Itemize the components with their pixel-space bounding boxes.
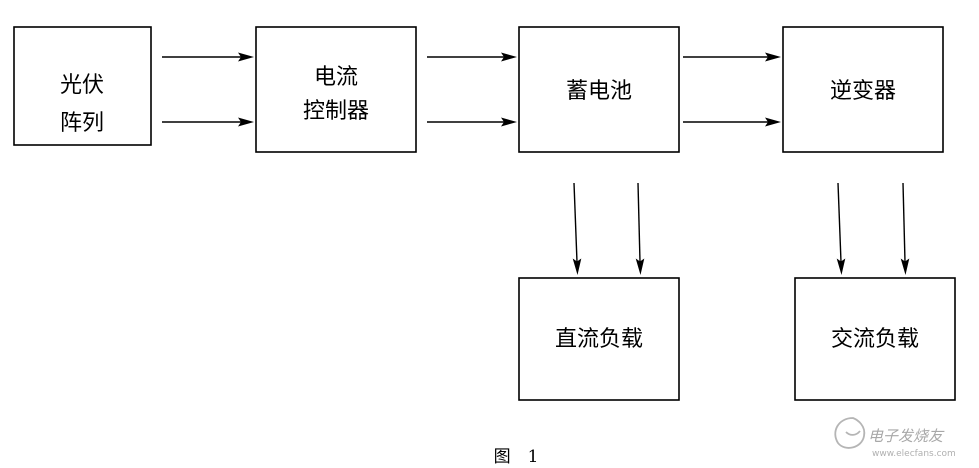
- dc-load-block: 直流负载: [518, 277, 680, 401]
- inverter-label: 逆变器: [830, 79, 896, 104]
- battery-label: 蓄电池: [566, 79, 632, 104]
- controller-label-line1: 电流: [314, 65, 358, 90]
- arrow-battery-to-dc-load-left: [572, 182, 582, 275]
- arrow-controller-to-battery-bottom: [427, 117, 517, 127]
- arrow-inverter-to-ac-load-left: [836, 182, 846, 275]
- arrow-pv-to-controller-top: [162, 52, 254, 62]
- battery-block: 蓄电池: [518, 26, 680, 153]
- pv-array-label-line1: 光伏: [60, 73, 104, 98]
- arrow-pv-to-controller-bottom: [162, 117, 254, 127]
- arrow-controller-to-battery-top: [427, 52, 517, 62]
- watermark-logo-icon: [834, 417, 866, 449]
- current-controller-block: 电流 控制器: [255, 26, 417, 153]
- watermark-text: 电子发烧友: [868, 427, 945, 445]
- arrow-battery-to-inverter-bottom: [683, 117, 781, 127]
- inverter-block: 逆变器: [782, 26, 944, 153]
- pv-array-label-line2: 阵列: [60, 111, 104, 136]
- watermark: 电子发烧友 www.elecfans.com: [834, 417, 956, 459]
- ac-load-block: 交流负载: [794, 277, 956, 401]
- dc-load-label: 直流负载: [555, 327, 643, 352]
- ac-load-label: 交流负载: [831, 327, 919, 352]
- pv-array-block: 光伏 阵列: [13, 26, 152, 146]
- arrow-battery-to-inverter-top: [683, 52, 781, 62]
- arrow-battery-to-dc-load-right: [635, 182, 645, 275]
- figure-caption: 图 1: [494, 447, 539, 467]
- arrow-inverter-to-ac-load-right: [900, 182, 910, 275]
- controller-label-line2: 控制器: [303, 99, 369, 124]
- watermark-url: www.elecfans.com: [872, 449, 956, 459]
